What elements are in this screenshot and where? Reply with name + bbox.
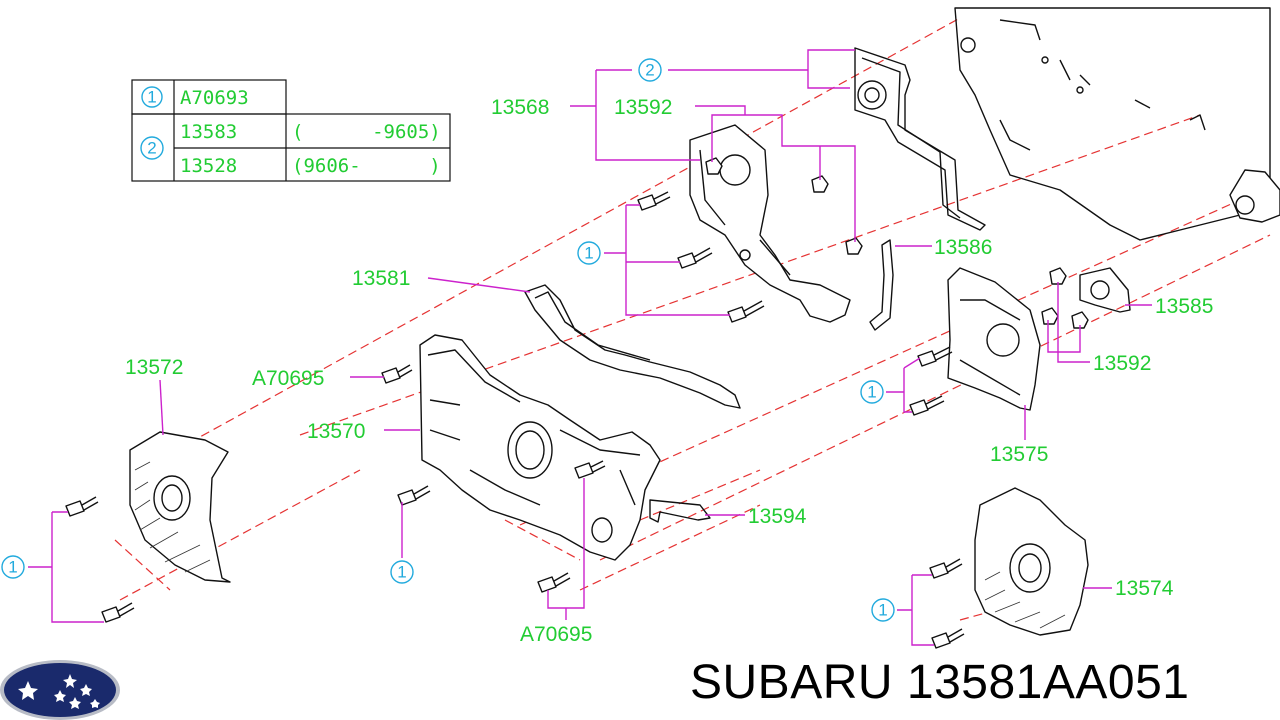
label-13570: 13570 bbox=[307, 420, 365, 443]
label-13575: 13575 bbox=[990, 443, 1048, 466]
svg-text:1: 1 bbox=[8, 558, 17, 577]
seal-strip bbox=[869, 239, 894, 331]
bolt-icon bbox=[909, 395, 945, 416]
bolt-icon bbox=[537, 572, 571, 593]
callout-ref1-left: 1 bbox=[1, 555, 25, 579]
nut-icon bbox=[1049, 267, 1067, 285]
label-13592-top: 13592 bbox=[614, 96, 672, 119]
crank-side-cover bbox=[129, 431, 231, 583]
nut-icon bbox=[845, 237, 863, 255]
cam-sprocket-plate bbox=[947, 267, 1041, 411]
bolt-icon bbox=[727, 300, 765, 323]
front-cover-gasket bbox=[524, 284, 741, 409]
legend-part-13528: 13528 bbox=[180, 155, 237, 177]
bolt-icon bbox=[381, 364, 413, 384]
bolt-icon bbox=[637, 191, 671, 211]
part-number-caption: SUBARU 13581AA051 bbox=[690, 655, 1189, 710]
label-13586: 13586 bbox=[934, 236, 992, 259]
bolt-icon bbox=[931, 628, 965, 649]
label-13574: 13574 bbox=[1115, 577, 1174, 600]
legend-ref-2: 2 bbox=[140, 136, 164, 160]
engine-block bbox=[954, 7, 1271, 241]
callout-ref1-right: 1 bbox=[860, 380, 884, 404]
nut-icon bbox=[1071, 311, 1089, 329]
label-13581: 13581 bbox=[352, 267, 410, 290]
callout-ref2-top: 2 bbox=[638, 58, 662, 82]
svg-text:1: 1 bbox=[878, 601, 887, 620]
label-13568: 13568 bbox=[491, 96, 549, 119]
bolt-icon bbox=[397, 485, 431, 506]
part-labels: 13568 13592 13586 13581 13585 13592 1357… bbox=[125, 96, 1213, 646]
label-a70695-bottom: A70695 bbox=[520, 623, 592, 646]
bolt-icon bbox=[677, 247, 713, 269]
label-13572: 13572 bbox=[125, 356, 183, 379]
legend-table: 1 2 A70693 13583 ( -9605) 13528 (9606- ) bbox=[131, 79, 451, 182]
legend-part-13583: 13583 bbox=[180, 121, 237, 143]
svg-text:2: 2 bbox=[645, 61, 654, 80]
bolt-icon bbox=[65, 496, 99, 517]
label-13592-right: 13592 bbox=[1093, 352, 1151, 375]
label-13585: 13585 bbox=[1155, 295, 1213, 318]
bolt-icon bbox=[574, 460, 606, 479]
svg-text:1: 1 bbox=[147, 88, 156, 107]
label-13594: 13594 bbox=[748, 505, 807, 528]
subaru-star-logo-icon bbox=[0, 660, 120, 720]
rear-cover-gasket bbox=[854, 47, 986, 231]
brand-name: SUBARU bbox=[690, 656, 894, 709]
belt-cover-backplate bbox=[689, 124, 851, 323]
oil-seal-gasket bbox=[1079, 267, 1131, 313]
nut-icon bbox=[705, 157, 723, 175]
legend-part-a70693: A70693 bbox=[180, 87, 249, 109]
legend-range-13583: ( -9605) bbox=[292, 121, 441, 143]
svg-text:1: 1 bbox=[867, 383, 876, 402]
svg-text:2: 2 bbox=[147, 139, 156, 158]
centerlines bbox=[114, 17, 1271, 621]
bolt-icon bbox=[929, 558, 963, 579]
cam-side-cover bbox=[974, 487, 1089, 636]
callout-ref1-mid: 1 bbox=[577, 241, 601, 265]
svg-text:1: 1 bbox=[397, 563, 406, 582]
callout-ref1-bottom-right: 1 bbox=[871, 598, 895, 622]
bolts bbox=[65, 157, 1089, 649]
bolt-icon bbox=[917, 346, 953, 367]
callout-ref1-center: 1 bbox=[390, 560, 414, 584]
cover-bracket bbox=[649, 499, 711, 523]
legend-range-13528: (9606- ) bbox=[292, 155, 441, 177]
bolt-icon bbox=[101, 602, 135, 623]
label-a70695-left: A70695 bbox=[252, 367, 324, 390]
svg-text:1: 1 bbox=[584, 244, 593, 263]
legend-ref-1: 1 bbox=[141, 86, 163, 108]
timing-belt-front-cover bbox=[419, 334, 661, 561]
part-number: 13581AA051 bbox=[906, 656, 1190, 709]
leader-lines bbox=[28, 49, 1152, 646]
nut-icon bbox=[1041, 307, 1059, 325]
cam-pulley bbox=[1229, 169, 1280, 223]
